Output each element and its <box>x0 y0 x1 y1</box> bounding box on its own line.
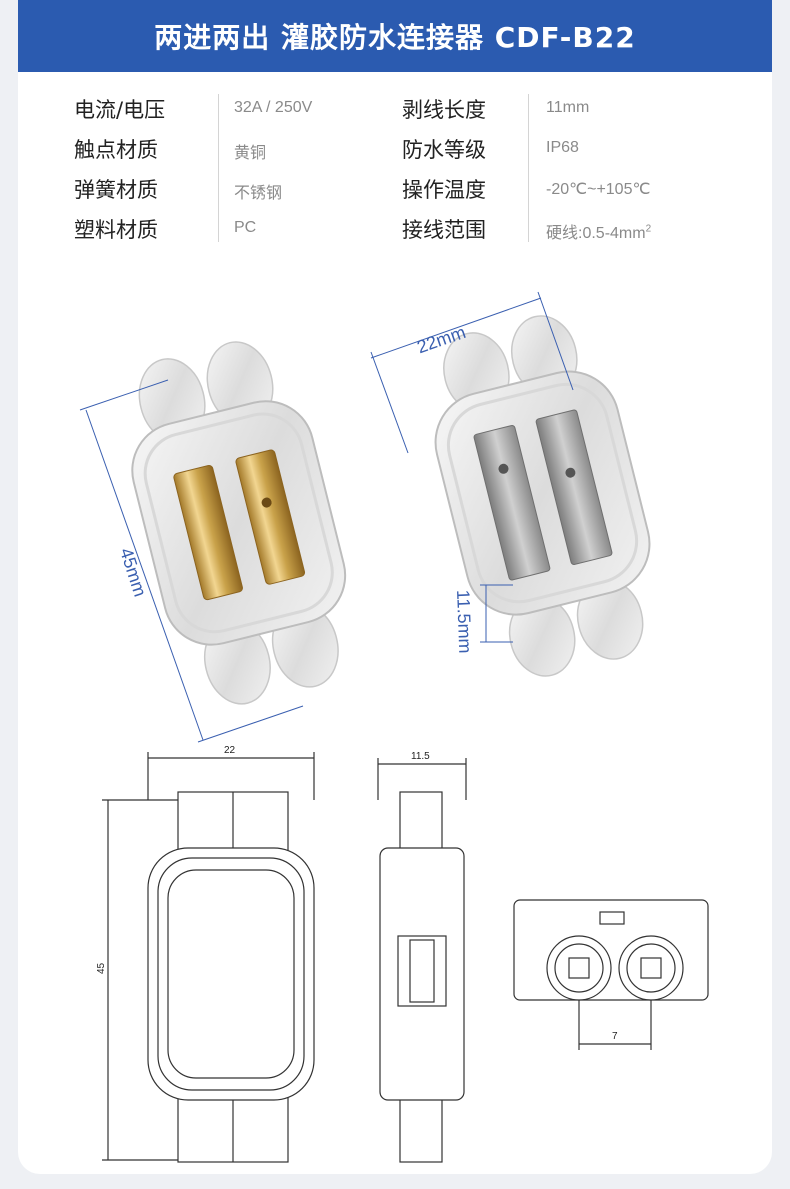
column-divider <box>218 94 219 242</box>
spec-label: 弹簧材质 <box>74 178 158 202</box>
spec-value: 黄铜 <box>234 145 267 162</box>
side-view-drawing <box>377 758 467 1163</box>
drawing-pitch: 7 <box>612 1031 618 1042</box>
drawing-length: 45 <box>96 962 107 974</box>
front-view-drawing <box>102 752 315 1163</box>
spec-value: 不锈钢 <box>234 185 283 202</box>
housing-rim <box>446 382 639 604</box>
steel-spring <box>473 425 551 581</box>
product-photo: 22mm 45mm 11.5mm <box>79 291 651 743</box>
dimension-height: 11.5mm <box>453 584 513 654</box>
spec-label: 操作温度 <box>402 178 486 202</box>
spec-label: 塑料材质 <box>74 218 158 242</box>
spec-value: 11mm <box>546 99 590 116</box>
spec-label: 剥线长度 <box>402 98 486 122</box>
technical-drawings: 22 45 11.5 7 <box>96 745 709 1163</box>
column-divider <box>528 94 529 242</box>
drawing-side-width: 11.5 <box>411 751 430 762</box>
spec-table: 电流/电压 32A / 250V 剥线长度 11mm 触点材质 黄铜 防水等级 … <box>18 88 772 248</box>
spec-row: 触点材质 黄铜 防水等级 IP68 <box>18 128 772 168</box>
spec-value-text: 硬线:0.5-4mm <box>546 225 646 242</box>
drawing-front-width: 22 <box>224 745 236 756</box>
connector-housing <box>131 400 347 646</box>
housing-rim <box>143 412 334 634</box>
brass-contact <box>173 465 243 601</box>
spec-label: 防水等级 <box>402 138 486 162</box>
brass-contact <box>235 449 306 585</box>
spring-rivet <box>498 463 509 474</box>
contact-rivet <box>261 497 272 508</box>
spring-rivet <box>565 467 576 478</box>
spec-value: 32A / 250V <box>234 99 313 116</box>
spec-row: 弹簧材质 不锈钢 操作温度 -20℃~+105℃ <box>18 168 772 208</box>
spec-label: 接线范围 <box>402 218 486 242</box>
connector-left-photo <box>131 341 347 705</box>
page-title: 两进两出 灌胶防水连接器 CDF-B22 <box>18 0 772 72</box>
spec-label: 触点材质 <box>74 138 158 162</box>
end-view-drawing <box>513 899 709 1050</box>
spec-row: 电流/电压 32A / 250V 剥线长度 11mm <box>18 88 772 128</box>
spec-value: IP68 <box>546 139 579 156</box>
dimension-height-label: 11.5mm <box>453 589 475 653</box>
dimension-length-label: 45mm <box>116 545 150 599</box>
spec-value: -20℃~+105℃ <box>546 181 651 198</box>
steel-spring <box>535 409 613 565</box>
spec-label: 电流/电压 <box>74 98 166 122</box>
spec-value-superscript: 2 <box>645 223 652 235</box>
connector-right-photo <box>434 315 651 677</box>
product-card: 两进两出 灌胶防水连接器 CDF-B22 电流/电压 32A / 250V 剥线… <box>18 0 772 1174</box>
spec-value: 硬线:0.5-4mm2 <box>546 219 651 243</box>
spec-value: PC <box>234 219 257 236</box>
spec-row: 塑料材质 PC 接线范围 硬线:0.5-4mm2 <box>18 208 772 248</box>
